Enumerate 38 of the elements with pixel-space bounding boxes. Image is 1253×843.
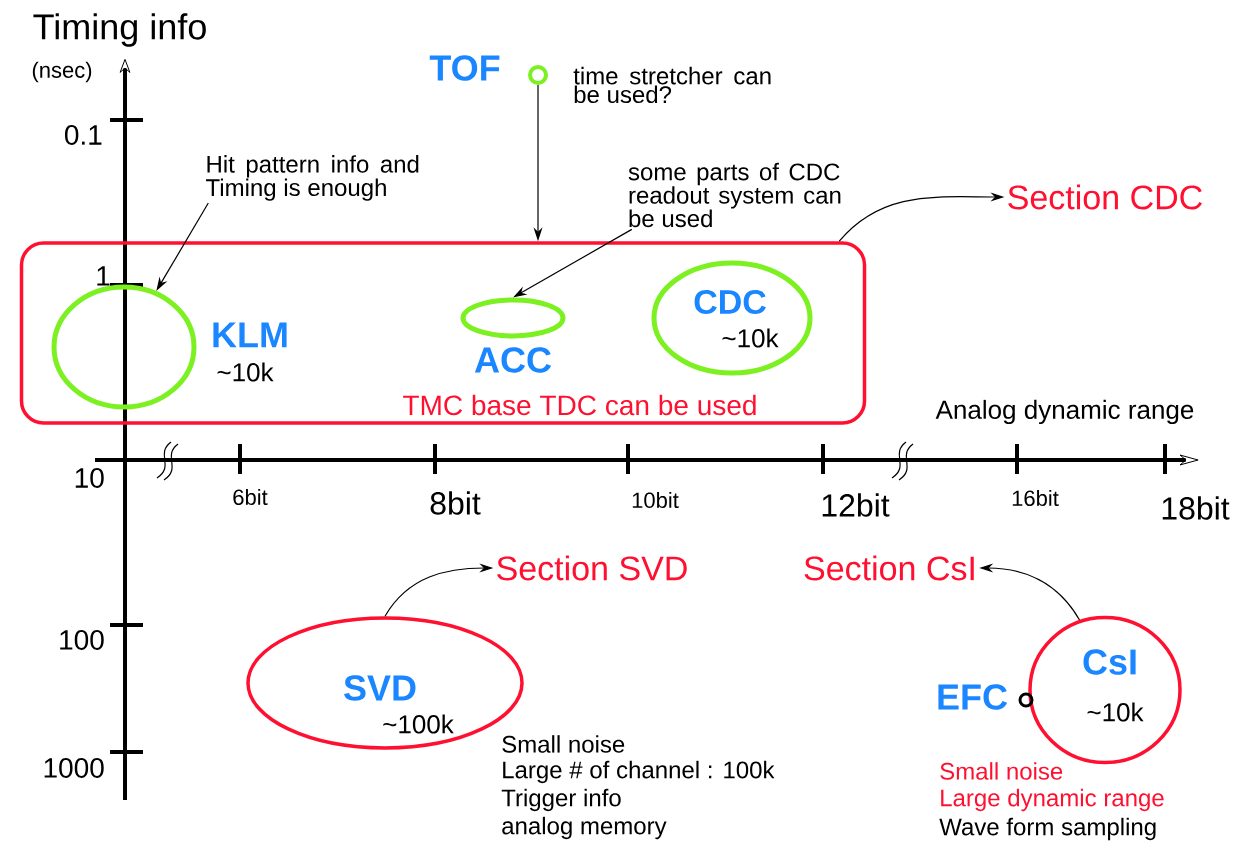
note-text: Large dynamic range xyxy=(941,788,1164,812)
tick-label: 8bit xyxy=(430,491,481,515)
axis-title: Analog dynamic range xyxy=(935,399,1194,425)
tick-label: 0.1 xyxy=(65,125,102,145)
tick-label: 16bit xyxy=(1012,489,1059,507)
node-label: CsI xyxy=(1083,649,1136,675)
axis-title: Timing info xyxy=(33,13,206,47)
node-label: SVD xyxy=(344,675,416,701)
tick-label: 6bit xyxy=(233,488,268,506)
tick-label: 10bit xyxy=(632,491,679,509)
node-label: ~10k xyxy=(722,328,779,348)
section-label: Section SVD xyxy=(497,555,687,581)
node-label: TOF xyxy=(429,55,500,81)
section-label: Section CsI xyxy=(804,555,974,581)
node-label: ~100k xyxy=(383,714,454,734)
note-text: analog memory xyxy=(502,816,667,840)
tick-label: 10 xyxy=(75,468,104,488)
note-text: Small noise xyxy=(940,762,1063,780)
node-label: time stretcher can be used? xyxy=(573,66,771,104)
note-text: some parts of CDC readout system can be used xyxy=(628,162,841,228)
tick-label: 1000 xyxy=(44,758,104,778)
node-label: ~10k xyxy=(1087,702,1144,722)
note-text: Wave form sampling xyxy=(939,817,1156,841)
axis-title: (nsec) xyxy=(32,61,92,83)
node-label: KLM xyxy=(213,322,287,348)
tick-label: 12bit xyxy=(822,493,890,517)
note-text: Large # of channel : 100k xyxy=(503,760,775,784)
note-text: Small noise xyxy=(502,735,625,753)
note-text: Trigger info xyxy=(501,788,621,812)
tick-label: 18bit xyxy=(1162,496,1230,520)
node-label: EFC xyxy=(938,684,1008,710)
section-label: Section CDC xyxy=(1008,184,1202,210)
node-label: CDC xyxy=(694,289,766,314)
note-text: Hit pattern info and Timing is enough xyxy=(206,155,419,201)
tick-label: 100 xyxy=(60,630,104,650)
node-label: ACC xyxy=(474,347,551,373)
node-label: TMC base TDC can be used xyxy=(403,394,756,416)
node-label: ~10k xyxy=(217,362,274,382)
